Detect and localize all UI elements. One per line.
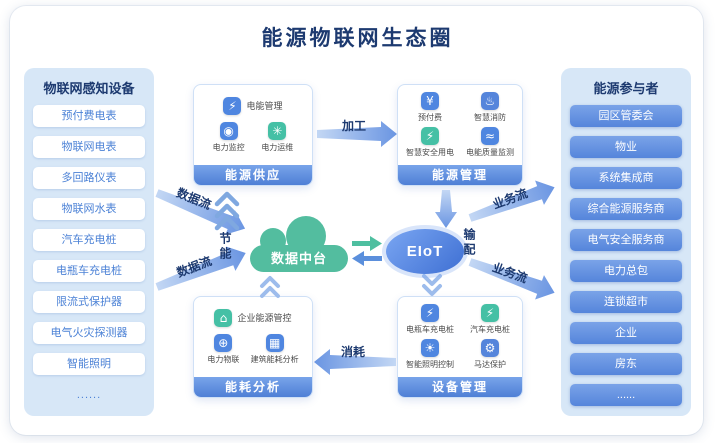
motor-protect-icon: ⚙ [481, 339, 499, 357]
power-iot-icon: ⊕ [214, 334, 233, 353]
enterprise-energy-icon: ⌂ [214, 308, 233, 327]
list-item: 电气安全服务商 [570, 229, 682, 251]
feature-label: 企业能源管控 [237, 313, 292, 324]
feature-safe-power: ⚡ 智慧安全用电 [406, 127, 454, 158]
data-platform-cloud: 数据中台 [250, 216, 348, 272]
feature-label: 智能照明控制 [406, 360, 454, 369]
list-item: 物联网水表 [33, 198, 145, 220]
flow-label-consume: 消耗 [341, 345, 366, 359]
feature-label: 建筑能耗分析 [250, 355, 299, 365]
feature-label: 电瓶车充电桩 [406, 325, 454, 334]
list-item: 多回路仪表 [33, 167, 145, 189]
list-item: 电瓶车充电桩 [33, 260, 145, 282]
cloud-shape [250, 245, 348, 272]
ebike-charger-icon: ⚡ [421, 304, 439, 322]
module-title: 能源管理 [398, 165, 522, 185]
building-energy-icon: ▦ [265, 334, 284, 353]
list-item: 物业 [570, 136, 682, 158]
feature-energy-manage: ⚡ 电能管理 [196, 96, 310, 115]
list-item: 电气火灾探测器 [33, 322, 145, 344]
feature-label: 电力运维 [261, 143, 294, 153]
list-item: 园区管委会 [570, 105, 682, 127]
feature-power-iot: ⊕ 电力物联 [207, 334, 239, 365]
flow-label-process: 加工 [342, 119, 367, 133]
feature-power-ops: ✳ 电力运维 [261, 122, 293, 153]
list-item-ellipsis: ...... [76, 389, 102, 401]
power-ops-icon: ✳ [268, 122, 287, 141]
feature-ebike-charger: ⚡ 电瓶车充电桩 [406, 304, 454, 335]
power-quality-icon: ≈ [481, 127, 499, 145]
prepaid-icon: ¥ [421, 92, 439, 110]
list-item: 综合能源服务商 [570, 198, 682, 220]
feature-label: 汽车充电桩 [470, 325, 510, 334]
safe-power-icon: ⚡ [421, 127, 439, 145]
list-item: 智能照明 [33, 353, 145, 375]
feature-label: 智慧安全用电 [406, 148, 454, 157]
list-item: 电力总包 [570, 260, 682, 282]
panel-header: 能源参与者 [593, 81, 659, 96]
flow-label-distribute: 输配 [462, 228, 476, 258]
feature-label: 马达保护 [474, 360, 506, 369]
module-title: 能源供应 [194, 165, 312, 185]
module-energy-supply: ⚡ 电能管理 ◉ 电力监控 ✳ 电力运维 能源供应 [193, 84, 313, 186]
panel-header: 物联网感知设备 [43, 81, 135, 96]
list-item: 预付费电表 [33, 105, 145, 127]
feature-enterprise-energy: ⌂ 企业能源管控 [196, 308, 310, 327]
flow-label-save: 节能 [218, 232, 232, 262]
panel-energy-participants: 能源参与者 园区管委会 物业 系统集成商 综合能源服务商 电气安全服务商 电力总… [561, 68, 691, 416]
module-device-manage: ⚡ 电瓶车充电桩 ⚡ 汽车充电桩 ☀ 智能照明控制 ⚙ 马达保护 设备管理 [397, 296, 523, 398]
device-list: 预付费电表 物联网电表 多回路仪表 物联网水表 汽车充电桩 电瓶车充电桩 限流式… [33, 105, 145, 406]
feature-label: 智慧消防 [474, 113, 506, 122]
list-item: 系统集成商 [570, 167, 682, 189]
feature-label: 电力监控 [212, 143, 245, 153]
module-title: 设备管理 [398, 377, 522, 397]
energy-manage-icon: ⚡ [223, 96, 242, 115]
list-item: 企业 [570, 322, 682, 344]
feature-fire-safety: ♨ 智慧消防 [474, 92, 506, 123]
feature-power-quality: ≈ 电能质量监测 [466, 127, 514, 158]
feature-smart-light: ☀ 智能照明控制 [406, 339, 454, 370]
feature-car-charger: ⚡ 汽车充电桩 [470, 304, 510, 335]
feature-prepaid: ¥ 预付费 [418, 92, 442, 123]
list-item: 房东 [570, 353, 682, 375]
feature-label: 预付费 [418, 113, 442, 122]
list-item-ellipsis: ...... [570, 384, 682, 406]
module-energy-analysis: ⌂ 企业能源管控 ⊕ 电力物联 ▦ 建筑能耗分析 能耗分析 [193, 296, 313, 398]
smart-light-icon: ☀ [421, 339, 439, 357]
feature-motor-protect: ⚙ 马达保护 [474, 339, 506, 370]
power-monitor-icon: ◉ [219, 122, 238, 141]
eiot-platform: EIoT [386, 229, 464, 274]
list-item: 汽车充电桩 [33, 229, 145, 251]
participant-list: 园区管委会 物业 系统集成商 综合能源服务商 电气安全服务商 电力总包 连锁超市… [570, 105, 682, 406]
feature-label: 电能质量监测 [466, 148, 514, 157]
feature-label: 电力物联 [207, 355, 240, 365]
list-item: 连锁超市 [570, 291, 682, 313]
car-charger-icon: ⚡ [481, 304, 499, 322]
feature-label: 电能管理 [246, 101, 283, 112]
module-energy-manage: ¥ 预付费 ♨ 智慧消防 ⚡ 智慧安全用电 ≈ 电能质量监测 能源管理 [397, 84, 523, 186]
module-title: 能耗分析 [194, 377, 312, 397]
list-item: 物联网电表 [33, 136, 145, 158]
cloud-label: 数据中台 [270, 251, 327, 266]
list-item: 限流式保护器 [33, 291, 145, 313]
feature-building-energy: ▦ 建筑能耗分析 [251, 334, 299, 365]
panel-iot-devices: 物联网感知设备 预付费电表 物联网电表 多回路仪表 物联网水表 汽车充电桩 电瓶… [24, 68, 154, 416]
feature-power-monitor: ◉ 电力监控 [213, 122, 245, 153]
fire-safety-icon: ♨ [481, 92, 499, 110]
page-title: 能源物联网生态圈 [261, 27, 454, 50]
